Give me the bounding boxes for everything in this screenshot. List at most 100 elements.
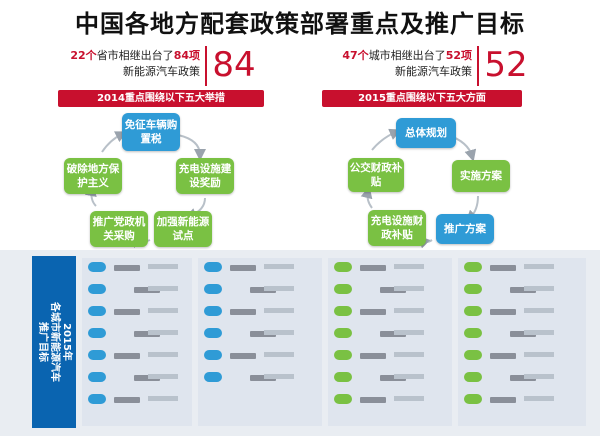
vehicle-icon	[134, 375, 160, 381]
vehicle-icon	[380, 375, 406, 381]
side-label-box: 2015年 各城市新能源汽车 推广目标	[32, 256, 76, 428]
city-tag	[334, 306, 352, 316]
city-tag	[464, 372, 482, 382]
city-tag	[204, 284, 222, 294]
stat-2015-line2: 新能源汽车政策	[395, 65, 472, 78]
node-2014-purchase-tax: 免征车辆购置税	[122, 113, 180, 151]
city-tag	[334, 372, 352, 382]
city-tag	[464, 262, 482, 272]
target-bar	[148, 264, 178, 269]
stat-2014-divider	[205, 46, 207, 86]
vehicle-icon	[490, 309, 516, 315]
city-tag	[334, 394, 352, 404]
vehicle-icon	[380, 287, 406, 293]
target-bar	[524, 374, 554, 379]
stat-2015-big-number: 52	[484, 45, 528, 85]
city-targets-section: 2015年 各城市新能源汽车 推广目标	[0, 250, 600, 436]
city-tag	[334, 328, 352, 338]
stat-2014-items: 84项	[173, 49, 200, 62]
target-bar	[524, 396, 554, 401]
node-2014-pilot: 加强新能源试点	[154, 211, 212, 247]
target-bar	[524, 352, 554, 357]
vehicle-icon	[360, 309, 386, 315]
target-bar	[148, 330, 178, 335]
city-tag	[88, 394, 106, 404]
target-bar	[524, 330, 554, 335]
target-bar	[394, 308, 424, 313]
target-bar	[394, 264, 424, 269]
target-bar	[394, 330, 424, 335]
stat-2015-items: 52项	[445, 49, 472, 62]
target-bar	[394, 286, 424, 291]
city-tag	[464, 306, 482, 316]
city-tag	[464, 328, 482, 338]
vehicle-icon	[250, 375, 276, 381]
vehicle-icon	[114, 397, 140, 403]
stat-2014-line2: 新能源汽车政策	[123, 65, 200, 78]
city-tag	[464, 350, 482, 360]
vehicle-icon	[230, 309, 256, 315]
vehicle-icon	[510, 331, 536, 337]
side-label-line3: 推广目标	[37, 322, 48, 362]
vehicle-icon	[510, 287, 536, 293]
node-2015-promotion-plan: 推广方案	[436, 214, 494, 244]
target-bar	[524, 286, 554, 291]
target-bar	[148, 286, 178, 291]
city-tag	[88, 284, 106, 294]
vehicle-icon	[380, 331, 406, 337]
vehicle-icon	[360, 397, 386, 403]
stat-2014-big-number: 84	[212, 45, 256, 85]
vehicle-icon	[490, 265, 516, 271]
stat-2014-count: 22个	[70, 49, 97, 62]
vehicle-icon	[134, 287, 160, 293]
vehicle-icon	[230, 265, 256, 271]
banner-2014: 2014重点围绕以下五大举措	[58, 90, 264, 107]
stat-2014: 22个省市相继出台了84项 新能源汽车政策 84	[20, 45, 260, 86]
city-tag	[204, 372, 222, 382]
arrow-2015-4	[360, 186, 373, 209]
city-tag	[88, 328, 106, 338]
vehicle-icon	[490, 397, 516, 403]
city-tag	[204, 328, 222, 338]
arrow-2014-5	[101, 131, 128, 153]
city-tag	[334, 284, 352, 294]
vehicle-icon	[490, 353, 516, 359]
city-tag	[464, 394, 482, 404]
city-tag	[88, 306, 106, 316]
target-bar	[264, 374, 294, 379]
city-tag	[464, 284, 482, 294]
target-bar	[394, 374, 424, 379]
target-bar	[264, 264, 294, 269]
side-label-text: 2015年 各城市新能源汽车 推广目标	[36, 302, 72, 382]
node-2014-gov-procurement: 推广党政机关采购	[90, 211, 148, 247]
node-2015-implementation: 实施方案	[452, 160, 510, 192]
vehicle-icon	[114, 309, 140, 315]
stat-2015-count: 47个	[342, 49, 369, 62]
stat-2014-mid: 省市相继出台了	[96, 49, 174, 62]
banner-2015: 2015重点围绕以下五大方面	[322, 90, 522, 107]
target-bar	[394, 352, 424, 357]
city-tag	[334, 262, 352, 272]
city-tag	[334, 350, 352, 360]
target-bar	[394, 396, 424, 401]
target-bar	[264, 286, 294, 291]
target-bar	[148, 352, 178, 357]
side-label-line2: 各城市新能源汽车	[49, 302, 60, 382]
vehicle-icon	[250, 287, 276, 293]
stat-2015-divider	[477, 46, 479, 86]
arrow-2015-5	[371, 128, 402, 151]
target-bar	[524, 264, 554, 269]
vehicle-icon	[250, 331, 276, 337]
vehicle-icon	[114, 265, 140, 271]
vehicle-icon	[510, 375, 536, 381]
vehicle-icon	[360, 265, 386, 271]
target-bar	[264, 308, 294, 313]
vehicle-icon	[114, 353, 140, 359]
target-bar	[264, 352, 294, 357]
city-tag	[88, 350, 106, 360]
vehicle-icon	[360, 353, 386, 359]
target-bar	[524, 308, 554, 313]
target-bar	[148, 396, 178, 401]
target-bar	[264, 330, 294, 335]
node-2014-local-protection: 破除地方保护主义	[64, 158, 122, 194]
